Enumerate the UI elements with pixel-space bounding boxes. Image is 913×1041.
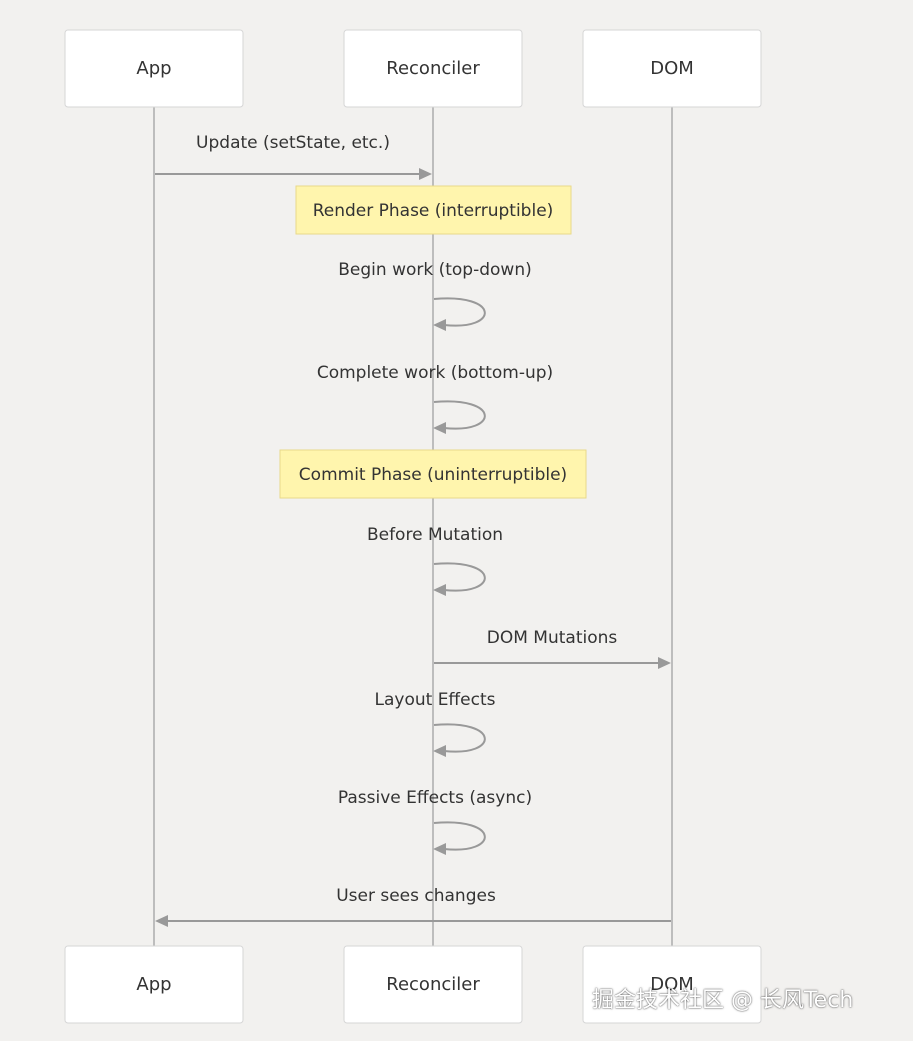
message-before-mutation: Before Mutation: [367, 525, 503, 596]
note-render-phase-label: Render Phase (interruptible): [313, 201, 554, 221]
message-begin-work: Begin work (top-down): [338, 260, 532, 331]
arrow-head: [433, 584, 446, 596]
actor-app-top: App: [64, 29, 244, 108]
actor-dom-top: DOM: [582, 29, 762, 108]
watermark: 掘金技术社区 @ 长风Tech: [592, 988, 854, 1013]
message-begin-work-label: Begin work (top-down): [338, 260, 531, 280]
actor-dom-bottom-label: DOM: [650, 974, 694, 995]
actor-reconciler-bottom: Reconciler: [343, 945, 523, 1024]
actor-app-bottom-label: App: [136, 974, 171, 995]
note-render-phase: Render Phase (interruptible): [295, 185, 572, 235]
actor-dom-top-label: DOM: [650, 58, 694, 79]
message-update-label: Update (setState, etc.): [196, 133, 390, 153]
message-passive-effects: Passive Effects (async): [338, 788, 532, 855]
note-commit-phase: Commit Phase (uninterruptible): [279, 449, 587, 499]
actor-dom-bottom: DOM: [582, 945, 762, 1024]
actor-reconciler-bottom-label: Reconciler: [386, 974, 480, 995]
arrow-head: [419, 168, 432, 180]
message-dom-mutations: DOM Mutations: [434, 628, 671, 669]
arrow-head: [155, 915, 168, 927]
message-before-mutation-label: Before Mutation: [367, 525, 503, 545]
message-layout-effects-label: Layout Effects: [375, 690, 496, 710]
arrow-head: [658, 657, 671, 669]
message-passive-effects-label: Passive Effects (async): [338, 788, 532, 808]
arrow-head: [433, 745, 446, 757]
message-update: Update (setState, etc.): [155, 133, 432, 180]
message-layout-effects: Layout Effects: [375, 690, 496, 757]
arrow-head: [433, 319, 446, 331]
note-commit-phase-label: Commit Phase (uninterruptible): [299, 465, 567, 485]
message-user-sees-changes-label: User sees changes: [336, 886, 496, 906]
arrow-head: [433, 843, 446, 855]
actor-reconciler-top-label: Reconciler: [386, 58, 480, 79]
arrow-head: [433, 422, 446, 434]
message-dom-mutations-label: DOM Mutations: [487, 628, 618, 648]
message-complete-work: Complete work (bottom-up): [317, 363, 553, 434]
message-user-sees-changes: User sees changes: [155, 886, 671, 927]
actor-app-top-label: App: [136, 58, 171, 79]
actor-app-bottom: App: [64, 945, 244, 1024]
message-complete-work-label: Complete work (bottom-up): [317, 363, 553, 383]
actor-reconciler-top: Reconciler: [343, 29, 523, 108]
